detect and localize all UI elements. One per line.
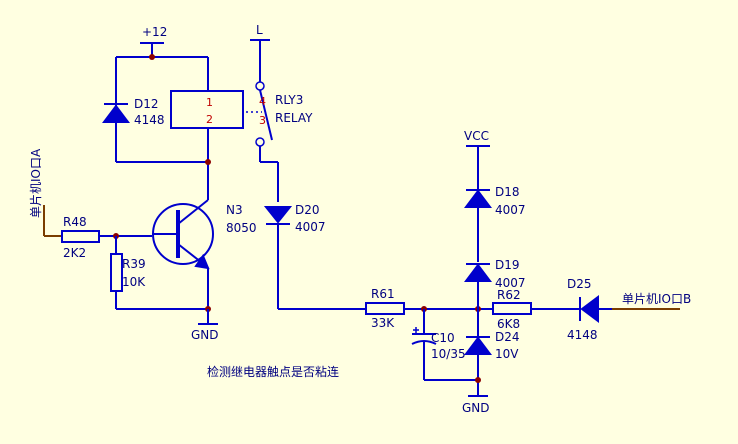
relay-contact <box>246 39 279 202</box>
d18-ref: D18 <box>495 185 520 199</box>
net-label-l: L <box>256 23 263 37</box>
io-b-label: 单片机IO口B <box>622 292 691 306</box>
relay-ref: RLY3 <box>275 93 303 107</box>
r48-ref: R48 <box>63 215 87 229</box>
io-a-input <box>43 205 62 237</box>
caption: 检测继电器触点是否粘连 <box>207 364 339 379</box>
zener-d24 <box>464 309 492 397</box>
d24-value: 10V <box>495 347 519 361</box>
d18-value: 4007 <box>495 203 526 217</box>
c10-ref: C10 <box>431 331 455 345</box>
d20-ref: D20 <box>295 203 320 217</box>
d12-ref: D12 <box>134 97 159 111</box>
relay-pin-4: 4 <box>259 95 266 108</box>
d19-ref: D19 <box>495 258 520 272</box>
diode-d20 <box>263 206 366 310</box>
net-label-12v: +12 <box>142 25 167 39</box>
net-label-vcc: VCC <box>464 129 489 143</box>
d25-value: 4148 <box>567 328 598 342</box>
resistor-r39 <box>110 236 211 312</box>
ground-gnd1 <box>198 309 218 325</box>
relay-coil-pin-1: 1 <box>206 96 213 109</box>
supply-12v-rail <box>115 42 211 200</box>
io-a-label: 单片机IO口A <box>29 148 43 218</box>
d12-value: 4148 <box>134 113 165 127</box>
relay-coil-pin-2: 2 <box>206 113 213 126</box>
r62-value: 6K8 <box>497 317 520 331</box>
r61-ref: R61 <box>371 287 395 301</box>
transistor-n3 <box>152 199 214 309</box>
gnd2-label: GND <box>462 401 490 415</box>
n3-ref: N3 <box>226 203 243 217</box>
c10-value: 10/35 <box>431 347 466 361</box>
r61-value: 33K <box>371 316 395 330</box>
relay-pin-3: 3 <box>259 114 266 127</box>
d24-ref: D24 <box>495 330 520 344</box>
resistor-r48 <box>61 230 152 243</box>
diode-d25 <box>579 295 612 323</box>
diode-d12 <box>102 103 130 123</box>
n3-value: 8050 <box>226 221 257 235</box>
d19-value: 4007 <box>495 276 526 290</box>
r62-ref: R62 <box>497 288 521 302</box>
relay-coil <box>170 90 244 129</box>
resistor-r61 <box>365 302 493 315</box>
r39-ref: R39 <box>122 257 146 271</box>
vcc-clamp <box>464 145 492 309</box>
relay-type: RELAY <box>275 111 313 125</box>
r39-value: 10K <box>122 275 146 289</box>
d25-ref: D25 <box>567 277 592 291</box>
d20-value: 4007 <box>295 220 326 234</box>
r48-value: 2K2 <box>63 246 86 260</box>
gnd1-label: GND <box>191 328 219 342</box>
capacitor-c10 <box>411 309 478 381</box>
resistor-r62 <box>492 302 580 315</box>
